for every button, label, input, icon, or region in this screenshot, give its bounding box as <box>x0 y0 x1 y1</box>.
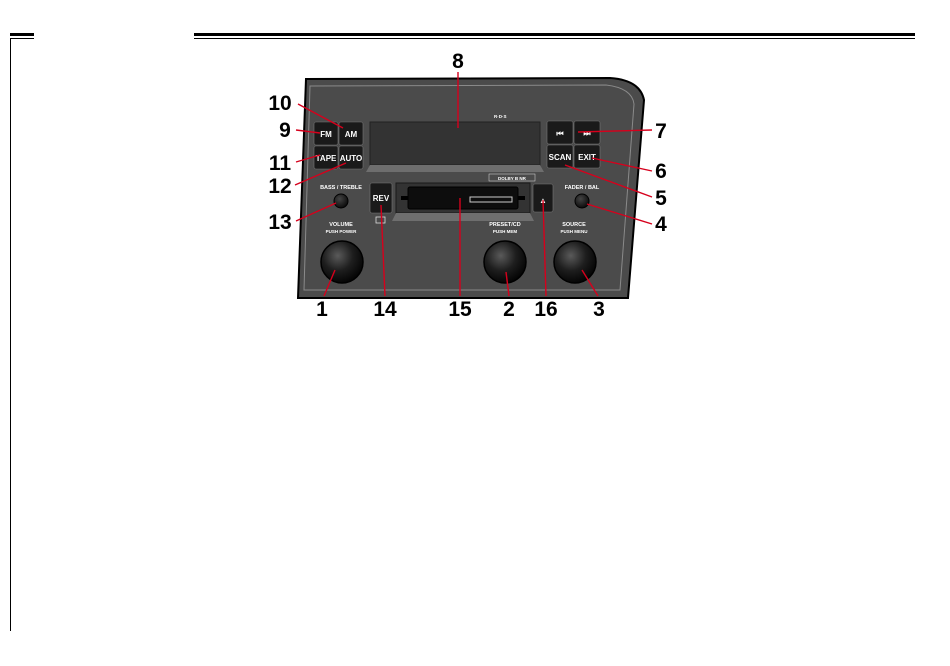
tape-button[interactable]: TAPE <box>314 146 338 169</box>
svg-text:FM: FM <box>320 130 332 139</box>
exit-button[interactable]: EXIT <box>574 145 600 168</box>
svg-text:AUTO: AUTO <box>340 154 363 163</box>
callout-1: 1 <box>316 298 328 321</box>
auto-button[interactable]: AUTO <box>339 146 363 169</box>
callout-5: 5 <box>655 187 667 210</box>
source-knob[interactable] <box>554 241 596 283</box>
callout-11: 11 <box>269 152 292 175</box>
bass-treble-label: BASS / TREBLE <box>320 185 362 191</box>
callout-10: 10 <box>268 92 291 115</box>
rds-logo: R·D·S <box>494 114 507 119</box>
callout-4: 4 <box>655 213 667 236</box>
callout-9: 9 <box>279 119 291 142</box>
bass-treble-knob[interactable] <box>334 194 348 208</box>
callout-15: 15 <box>448 298 472 321</box>
slot-left-tab <box>401 196 408 200</box>
scan-button[interactable]: SCAN <box>547 145 573 168</box>
preset-cd-knob[interactable] <box>484 241 526 283</box>
next-track-button[interactable]: ⏭ <box>574 121 600 144</box>
fader-bal-label: FADER / BAL <box>565 185 600 191</box>
source-label: SOURCE <box>562 222 586 228</box>
display-bottom-bevel <box>366 165 544 172</box>
source-sublabel: PUSH MENU <box>560 229 587 234</box>
volume-label: VOLUME <box>329 222 353 228</box>
svg-text:EXIT: EXIT <box>578 153 596 162</box>
svg-text:SCAN: SCAN <box>549 153 572 162</box>
fader-bal-knob[interactable] <box>575 194 589 208</box>
previous-track-button[interactable]: ⏮ <box>547 121 573 144</box>
volume-sublabel: PUSH POWER <box>326 229 358 234</box>
slot-right-tab <box>518 196 525 200</box>
cassette-bottom-bevel <box>392 213 534 221</box>
display-window <box>370 122 540 165</box>
svg-text:AM: AM <box>345 130 358 139</box>
callout-14: 14 <box>373 298 397 321</box>
callout-13: 13 <box>268 211 291 234</box>
previous-track-icon: ⏮ <box>556 129 563 138</box>
callout-2: 2 <box>503 298 515 321</box>
svg-text:REV: REV <box>373 194 390 203</box>
callout-7: 7 <box>655 120 667 143</box>
am-button[interactable]: AM <box>339 122 363 145</box>
dolby-label: DOLBY B NR <box>498 176 527 181</box>
next-track-icon: ⏭ <box>583 129 591 138</box>
preset-cd-sublabel: PUSH MEM <box>493 229 518 234</box>
callout-8: 8 <box>452 50 464 73</box>
callout-16: 16 <box>534 298 557 321</box>
cassette-slot[interactable] <box>408 187 518 209</box>
fm-button[interactable]: FM <box>314 122 338 145</box>
callout-3: 3 <box>593 298 605 321</box>
volume-knob[interactable] <box>321 241 363 283</box>
callout-6: 6 <box>655 160 667 183</box>
preset-cd-label: PRESET/CD <box>489 222 521 228</box>
callout-12: 12 <box>268 175 291 198</box>
